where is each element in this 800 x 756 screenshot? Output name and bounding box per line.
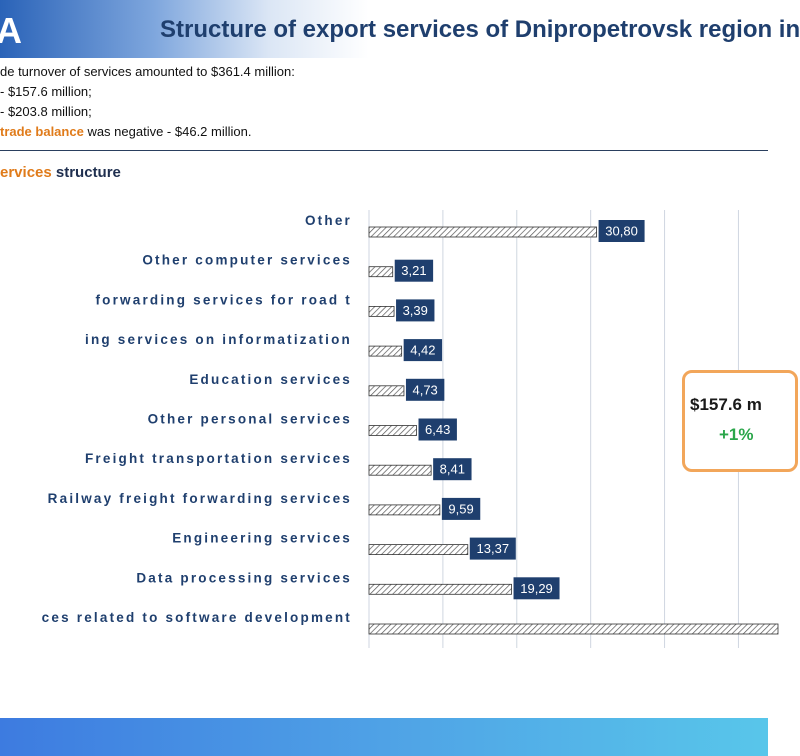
bar	[368, 623, 779, 635]
value-label-box	[418, 418, 457, 441]
value-label-box	[469, 537, 516, 560]
bar	[368, 583, 512, 595]
category-label: ces related to software development	[42, 610, 352, 625]
header-band	[0, 0, 768, 58]
intro-line-export: - $157.6 million;	[0, 84, 92, 99]
value-label: 3,21	[401, 263, 426, 278]
value-label-box	[396, 299, 435, 322]
bar	[368, 425, 417, 436]
bar	[368, 464, 432, 476]
callout-change: +1%	[719, 425, 754, 444]
callout-amount: $157.6 m	[690, 395, 762, 414]
value-label: 8,41	[440, 462, 465, 477]
bar	[368, 345, 403, 357]
value-label: 4,42	[410, 343, 435, 358]
value-label-box	[598, 220, 645, 242]
value-label: 30,80	[605, 224, 638, 239]
bar	[368, 266, 394, 278]
intro-line-turnover: de turnover of services amounted to $361…	[0, 64, 295, 79]
category-label: Other	[305, 213, 352, 228]
intro-line-balance: trade balance was negative - $46.2 milli…	[0, 122, 295, 142]
value-label-box	[441, 497, 481, 520]
chart-value-labels: 30,80 3,21 3,39 4,42 4,73 6,43 8,41 9,59 13,37 19…	[394, 220, 645, 600]
value-label: 4,73	[412, 382, 437, 397]
bar	[368, 385, 405, 397]
footer-band	[0, 718, 768, 756]
value-label: 6,43	[425, 422, 450, 437]
page-title: Structure of export services of Dniprope…	[160, 16, 800, 43]
category-label: Other computer services	[142, 253, 352, 268]
value-label-box	[433, 458, 472, 481]
value-label: 13,37	[477, 541, 510, 556]
bar	[368, 544, 469, 556]
bar	[368, 504, 441, 516]
section-title-accent: ervices	[0, 164, 52, 181]
category-label: Engineering services	[172, 531, 352, 546]
chart-bars	[368, 226, 779, 635]
trade-balance-text: was negative - $46.2 million.	[83, 124, 252, 139]
category-label: Education services	[189, 372, 352, 387]
trade-balance-label: trade balance	[0, 124, 84, 139]
value-label: 19,29	[520, 581, 553, 596]
section-title: ervices structure	[0, 164, 121, 181]
value-label-box	[405, 378, 445, 401]
category-label: Freight transportation services	[85, 451, 352, 466]
value-label: 9,59	[448, 501, 473, 516]
logo: A	[0, 10, 22, 51]
intro-text: de turnover of services amounted to $361…	[0, 62, 295, 142]
category-label: Data processing services	[136, 570, 352, 585]
value-label-box	[513, 577, 560, 600]
bar	[368, 306, 395, 317]
value-label-box	[403, 339, 443, 362]
bar	[368, 226, 597, 238]
category-label: Other personal services	[148, 412, 352, 427]
category-label: forwarding services for road t	[95, 292, 352, 307]
category-label: ing services on informatization	[85, 332, 352, 347]
section-divider	[0, 150, 768, 151]
export-volume-callout: $157.6 m +1%	[682, 370, 798, 472]
value-label-box	[394, 259, 434, 282]
value-label: 3,39	[403, 303, 428, 318]
intro-line-import: - $203.8 million;	[0, 104, 92, 119]
category-label: Railway freight forwarding services	[48, 491, 352, 506]
section-title-rest: structure	[51, 164, 121, 181]
